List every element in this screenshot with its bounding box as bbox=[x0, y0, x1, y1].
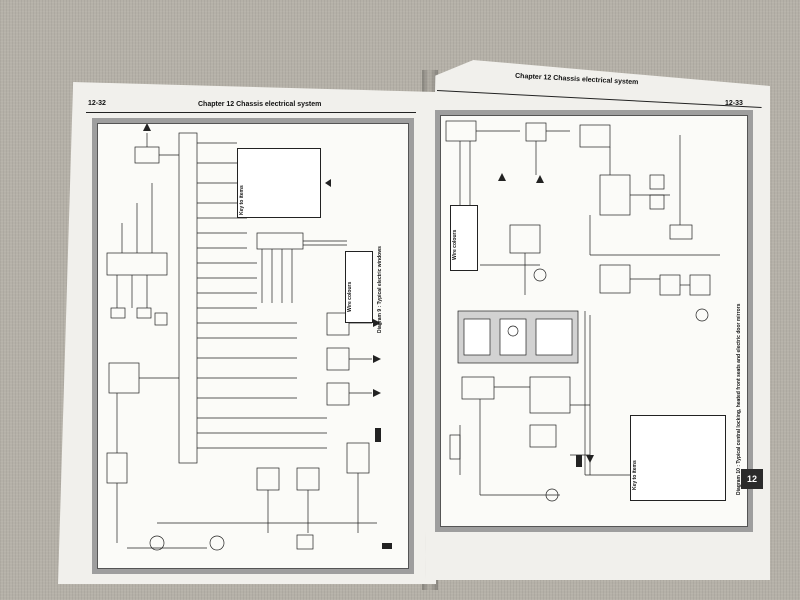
right-header-rule bbox=[436, 90, 762, 109]
left-wire-colours-title: Wire colours bbox=[347, 281, 353, 312]
right-wiring-diagram bbox=[445, 120, 720, 502]
right-key-to-items: Key to items bbox=[630, 415, 726, 501]
left-wire-colours-box: Wire colours bbox=[345, 251, 373, 323]
right-page: Chapter 12 Chassis electrical system 12-… bbox=[425, 60, 770, 580]
right-wiring-diagram-frame: Wire colours Key to items Diagram 10 : T… bbox=[435, 110, 753, 532]
right-diagram-caption: Diagram 10 : Typical central locking, he… bbox=[736, 303, 742, 495]
left-page-number: 12-32 bbox=[88, 100, 106, 107]
left-key-to-items: Key to items bbox=[237, 148, 321, 218]
right-key-title: Key to items bbox=[632, 460, 638, 490]
left-wiring-diagram-frame: Key to items Wire colours Diagram 9 : Ty… bbox=[92, 118, 414, 574]
right-page-header: Chapter 12 Chassis electrical system bbox=[514, 72, 639, 87]
left-page: 12-32 Chapter 12 Chassis electrical syst… bbox=[58, 82, 436, 584]
section-tab-12: 12 bbox=[741, 469, 763, 489]
left-wiring-diagram bbox=[106, 123, 392, 551]
left-diagram-caption: Diagram 9 : Typical electric windows bbox=[377, 246, 383, 333]
right-wire-colours-box: Wire colours bbox=[450, 205, 478, 271]
right-page-number: 12-33 bbox=[725, 100, 743, 107]
right-wire-colours-title: Wire colours bbox=[452, 229, 458, 260]
left-page-header: Chapter 12 Chassis electrical system bbox=[198, 101, 322, 108]
left-key-title: Key to items bbox=[239, 185, 245, 215]
left-header-rule bbox=[86, 112, 416, 113]
